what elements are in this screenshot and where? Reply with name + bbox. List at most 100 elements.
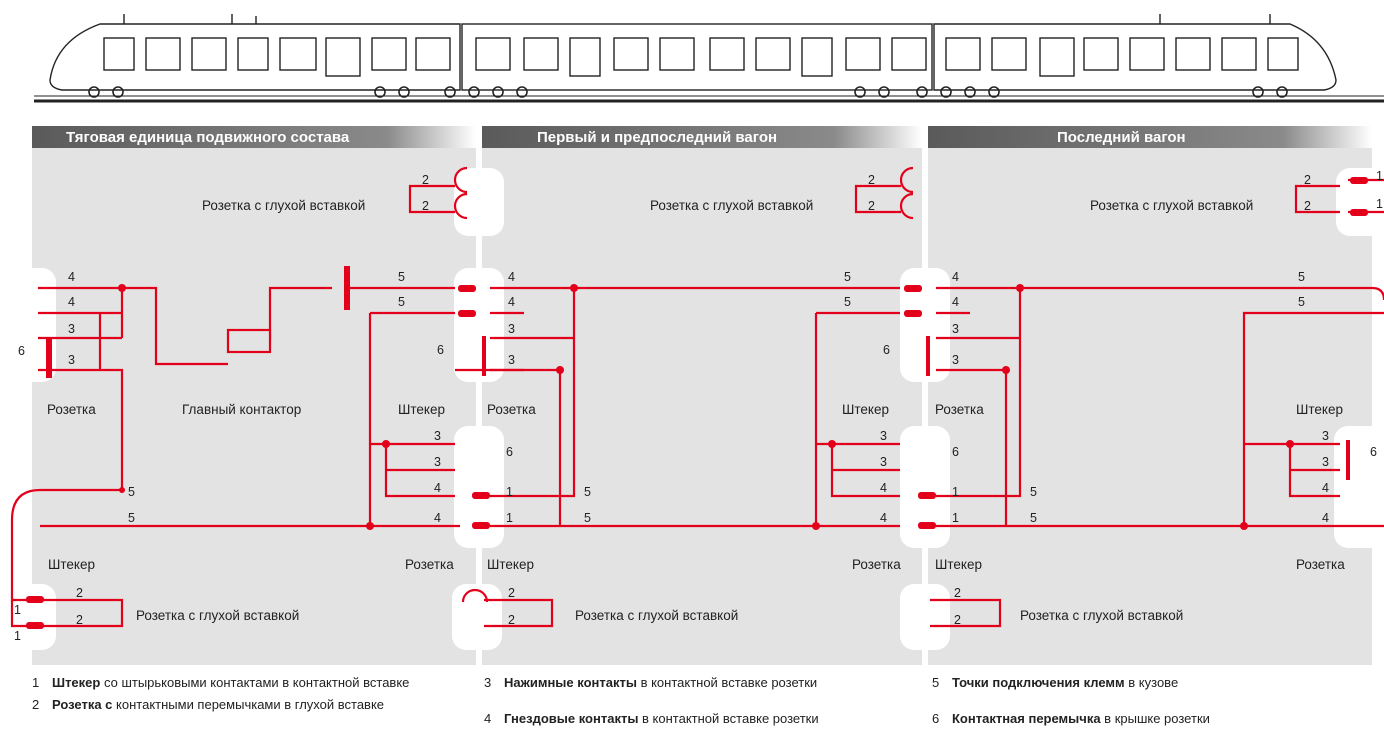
legend-item-6: 6 Контактная перемычка в крышке розетки: [932, 711, 1210, 726]
svg-text:3: 3: [508, 322, 515, 336]
label-dummy-socket-5: Розетка с глухой вставкой: [575, 608, 738, 623]
svg-text:3: 3: [1322, 429, 1329, 443]
label-plug-3: Штекер: [1296, 402, 1343, 417]
svg-text:6: 6: [437, 343, 444, 357]
svg-text:4: 4: [434, 481, 441, 495]
legend-col-1: 1 Штекер со штырьковыми контактами в кон…: [32, 674, 452, 718]
label-socket-2: Розетка: [487, 402, 536, 417]
svg-text:5: 5: [398, 270, 405, 284]
train-illustration: [34, 14, 1384, 103]
svg-text:2: 2: [422, 173, 429, 187]
label-plug-4: Штекер: [48, 557, 95, 572]
svg-text:6: 6: [883, 343, 890, 357]
svg-text:5: 5: [1298, 270, 1305, 284]
label-plug-6: Штекер: [935, 557, 982, 572]
svg-text:3: 3: [1322, 455, 1329, 469]
svg-text:6: 6: [18, 344, 25, 358]
section-title-last-car: Последний вагон: [1057, 129, 1186, 146]
svg-text:4: 4: [1322, 511, 1329, 525]
svg-text:4: 4: [1322, 481, 1329, 495]
svg-text:5: 5: [128, 485, 135, 499]
legend-item-4: 4 Гнездовые контакты в контактной вставк…: [484, 711, 819, 726]
svg-text:2: 2: [508, 586, 515, 600]
svg-text:4: 4: [880, 481, 887, 495]
svg-text:5: 5: [584, 485, 591, 499]
diagram-labels: Розетка с глухой вставкой Розетка с глух…: [47, 198, 1345, 623]
legend-item-5: 5 Точки подключения клемм в кузове: [932, 675, 1179, 690]
label-main-contactor: Главный контактор: [182, 402, 301, 417]
svg-text:2: 2: [868, 199, 875, 213]
svg-text:5: 5: [584, 511, 591, 525]
svg-text:3: 3: [68, 322, 75, 336]
svg-text:2: 2: [1304, 199, 1311, 213]
section-title-traction: Тяговая единица подвижного состава: [66, 129, 350, 146]
svg-text:2: 2: [76, 613, 83, 627]
svg-text:3: 3: [952, 353, 959, 367]
svg-text:2: 2: [76, 586, 83, 600]
label-dummy-socket-6: Розетка с глухой вставкой: [1020, 608, 1183, 623]
label-dummy-socket-3: Розетка с глухой вставкой: [1090, 198, 1253, 213]
svg-text:2: 2: [1304, 173, 1311, 187]
panel-last-car: [928, 148, 1372, 665]
svg-text:5: 5: [1298, 295, 1305, 309]
train-bogies: [88, 86, 1288, 98]
svg-text:6: 6: [506, 445, 513, 459]
legend-col-3: 5 Точки подключения клемм в кузове 6 Кон…: [932, 674, 1362, 732]
svg-text:4: 4: [508, 270, 515, 284]
svg-text:2: 2: [868, 173, 875, 187]
svg-text:1: 1: [1376, 197, 1383, 211]
train-windows: [103, 37, 1299, 77]
svg-text:3: 3: [508, 353, 515, 367]
svg-text:4: 4: [952, 270, 959, 284]
svg-text:1: 1: [952, 485, 959, 499]
legend-item-3: 3 Нажимные контакты в контактной вставке…: [484, 675, 818, 690]
label-plug-1: Штекер: [398, 402, 445, 417]
legend-item-2: 2 Розетка с контактными перемычками в гл…: [32, 697, 385, 712]
svg-text:5: 5: [398, 295, 405, 309]
label-socket-6: Розетка: [1296, 557, 1345, 572]
svg-text:3: 3: [434, 455, 441, 469]
label-socket-1: Розетка: [47, 402, 96, 417]
svg-text:4: 4: [880, 511, 887, 525]
svg-text:5: 5: [844, 295, 851, 309]
label-plug-5: Штекер: [487, 557, 534, 572]
label-dummy-socket-2: Розетка с глухой вставкой: [650, 198, 813, 213]
svg-text:1: 1: [506, 485, 513, 499]
legend-item-1: 1 Штекер со штырьковыми контактами в кон…: [32, 675, 410, 690]
svg-text:1: 1: [952, 511, 959, 525]
svg-text:6: 6: [952, 445, 959, 459]
label-dummy-socket-1: Розетка с глухой вставкой: [202, 198, 365, 213]
svg-text:3: 3: [952, 322, 959, 336]
svg-text:4: 4: [952, 295, 959, 309]
svg-text:4: 4: [68, 295, 75, 309]
label-plug-2: Штекер: [842, 402, 889, 417]
svg-text:3: 3: [434, 429, 441, 443]
svg-text:2: 2: [508, 613, 515, 627]
panels: [32, 126, 1372, 665]
svg-text:2: 2: [954, 613, 961, 627]
svg-text:6: 6: [1370, 445, 1377, 459]
label-dummy-socket-4: Розетка с глухой вставкой: [136, 608, 299, 623]
pin-numbers: 22 22 22 11 44 33 6 55 44 33 6 55 44 33 …: [14, 169, 1383, 643]
legend-col-2: 3 Нажимные контакты в контактной вставке…: [484, 674, 904, 732]
svg-text:4: 4: [434, 511, 441, 525]
panel-traction-unit: [32, 148, 476, 665]
svg-text:5: 5: [1030, 485, 1037, 499]
svg-text:3: 3: [880, 455, 887, 469]
section-title-first-car: Первый и предпоследний вагон: [537, 129, 777, 146]
svg-text:4: 4: [508, 295, 515, 309]
svg-text:3: 3: [880, 429, 887, 443]
svg-text:5: 5: [128, 511, 135, 525]
panel-first-car: [482, 148, 922, 665]
label-socket-5: Розетка: [852, 557, 901, 572]
svg-text:5: 5: [1030, 511, 1037, 525]
svg-text:1: 1: [506, 511, 513, 525]
svg-text:1: 1: [14, 603, 21, 617]
label-socket-4: Розетка: [405, 557, 454, 572]
svg-text:2: 2: [954, 586, 961, 600]
wire-nodes: [26, 177, 1368, 629]
svg-text:1: 1: [1376, 169, 1383, 183]
svg-text:4: 4: [68, 270, 75, 284]
svg-text:5: 5: [844, 270, 851, 284]
